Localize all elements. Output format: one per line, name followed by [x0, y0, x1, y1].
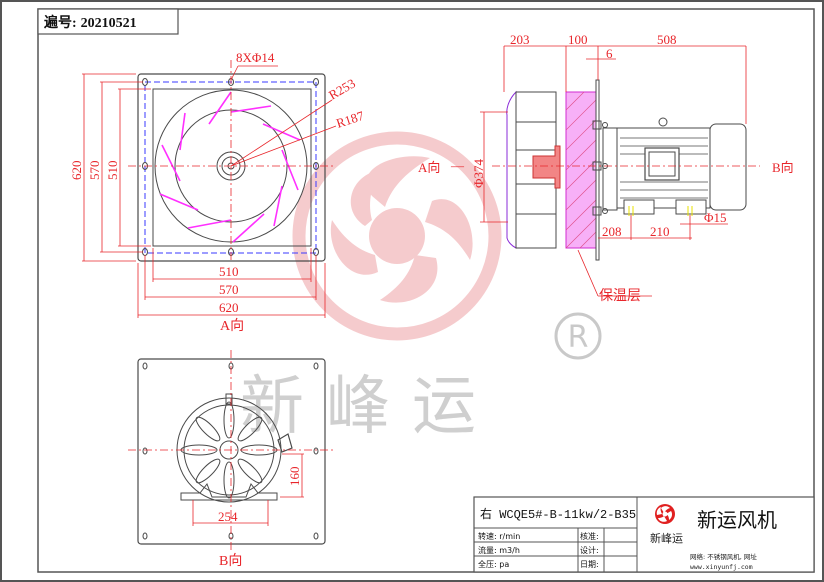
holes-dimension: 8XΦ14: [236, 50, 275, 65]
height-570-dimension: 570: [87, 161, 102, 181]
height-620-dimension: 620: [69, 161, 84, 181]
view-a-label: A向: [220, 318, 244, 334]
svg-text:R: R: [568, 320, 589, 355]
dimension-160: 160: [287, 467, 302, 487]
side-view-dimensions: [480, 45, 760, 297]
drawing-number-box: [37, 8, 179, 35]
dimension-6: 6: [606, 46, 613, 61]
bolt-hole-dimension: Φ15: [704, 210, 727, 225]
approved-label: 核准:: [580, 531, 599, 541]
width-570-dimension: 570: [219, 282, 239, 297]
watermark-text: 新峰运: [240, 370, 498, 444]
a-direction-dash: —: [450, 158, 465, 173]
pressure-label: 全压: pa: [478, 559, 509, 569]
b-direction-label: B向: [772, 160, 794, 175]
company-logo-icon: [655, 504, 675, 524]
inner-border: [37, 8, 815, 573]
date-label: 日期:: [580, 560, 599, 569]
dimension-254: 254: [218, 509, 238, 524]
model-number: 右 WCQE5#-B-11kw/2-B35: [480, 506, 636, 522]
diameter-374-dimension: Φ374: [471, 158, 486, 188]
title-block: [473, 496, 815, 573]
speed-label: 转速: r/min: [478, 531, 520, 541]
logo-text: 新峰运: [650, 531, 683, 545]
designer-label: 设计:: [580, 545, 599, 555]
website-link[interactable]: www.xinyunfj.com: [690, 563, 753, 571]
dimension-203: 203: [510, 32, 530, 47]
view-b-dimensions: [128, 350, 336, 552]
view-a: [82, 60, 337, 318]
width-620-dimension: 620: [219, 300, 239, 315]
watermark-logo: [292, 131, 502, 341]
width-510-dimension: 510: [219, 264, 239, 279]
dimension-210: 210: [650, 224, 670, 239]
dimension-508: 508: [657, 32, 677, 47]
side-view: [506, 79, 747, 261]
company-name: 新运风机: [697, 508, 777, 532]
flow-label: 流量: m3/h: [478, 545, 520, 555]
drawing-number: 遍号:20210521: [43, 14, 137, 31]
dimension-100: 100: [568, 32, 588, 47]
watermark-registered-icon: R: [554, 312, 602, 360]
height-510-dimension: 510: [105, 161, 120, 181]
dimension-208: 208: [602, 224, 622, 239]
network-label: 网络: 不锈钢风机, 网址: [690, 552, 757, 561]
insulation-layer-label: 保温层: [599, 288, 641, 304]
view-b-label: B向: [219, 553, 242, 569]
a-direction-label: A向: [418, 160, 440, 175]
